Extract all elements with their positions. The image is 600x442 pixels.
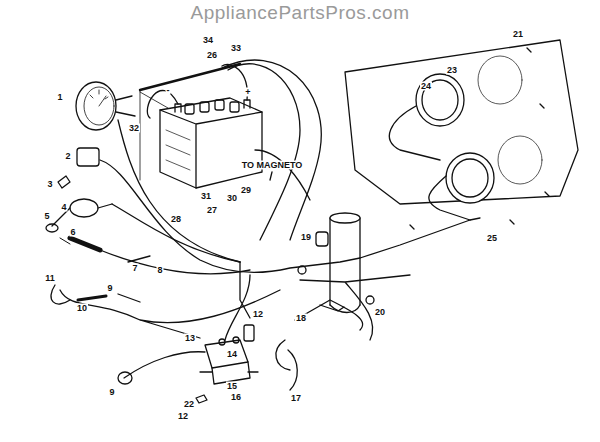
callout-number: 23 (446, 66, 458, 75)
callout-number: 1 (56, 93, 63, 102)
watermark: AppliancePartsPros.com (189, 3, 410, 22)
callout-number: 30 (226, 194, 238, 203)
callout-number: TO MAGNETO (241, 161, 304, 170)
callout-number: 9 (106, 284, 113, 293)
callout-number: 11 (44, 274, 56, 283)
callout-number: 33 (230, 44, 242, 53)
callout-number: + (244, 88, 251, 97)
callout-number: 15 (226, 382, 238, 391)
callout-number: 26 (206, 51, 218, 60)
callout-number: 21 (512, 30, 524, 39)
callout-number: 13 (184, 334, 196, 343)
callout-number: 12 (177, 412, 189, 421)
callout-number: 16 (230, 393, 242, 402)
callout-number: 7 (131, 264, 138, 273)
callout-number: 12 (252, 310, 264, 319)
callout-number: 34 (202, 36, 214, 45)
callout-number: 4 (60, 203, 67, 212)
callout-number: 19 (300, 233, 312, 242)
callout-number: 29 (240, 186, 252, 195)
callout-number: 24 (420, 82, 432, 91)
callout-number: 10 (76, 304, 88, 313)
callout-number: 31 (200, 192, 212, 201)
callout-number: 3 (46, 180, 53, 189)
callout-number: 28 (170, 215, 182, 224)
callout-number: 8 (156, 266, 163, 275)
callout-number: 5 (43, 212, 50, 221)
callout-number: 32 (128, 124, 140, 133)
callout-number: 25 (486, 234, 498, 243)
callout-number: - (166, 86, 171, 95)
callout-number: 17 (290, 394, 302, 403)
callout-number: 20 (374, 308, 386, 317)
callout-number: 9 (108, 388, 115, 397)
callout-number: 27 (206, 206, 218, 215)
callout-number: 2 (64, 152, 71, 161)
callout-number: 18 (295, 314, 307, 323)
callout-number: 22 (183, 400, 195, 409)
callout-number: 6 (69, 228, 76, 237)
callout-number: 14 (226, 350, 238, 359)
